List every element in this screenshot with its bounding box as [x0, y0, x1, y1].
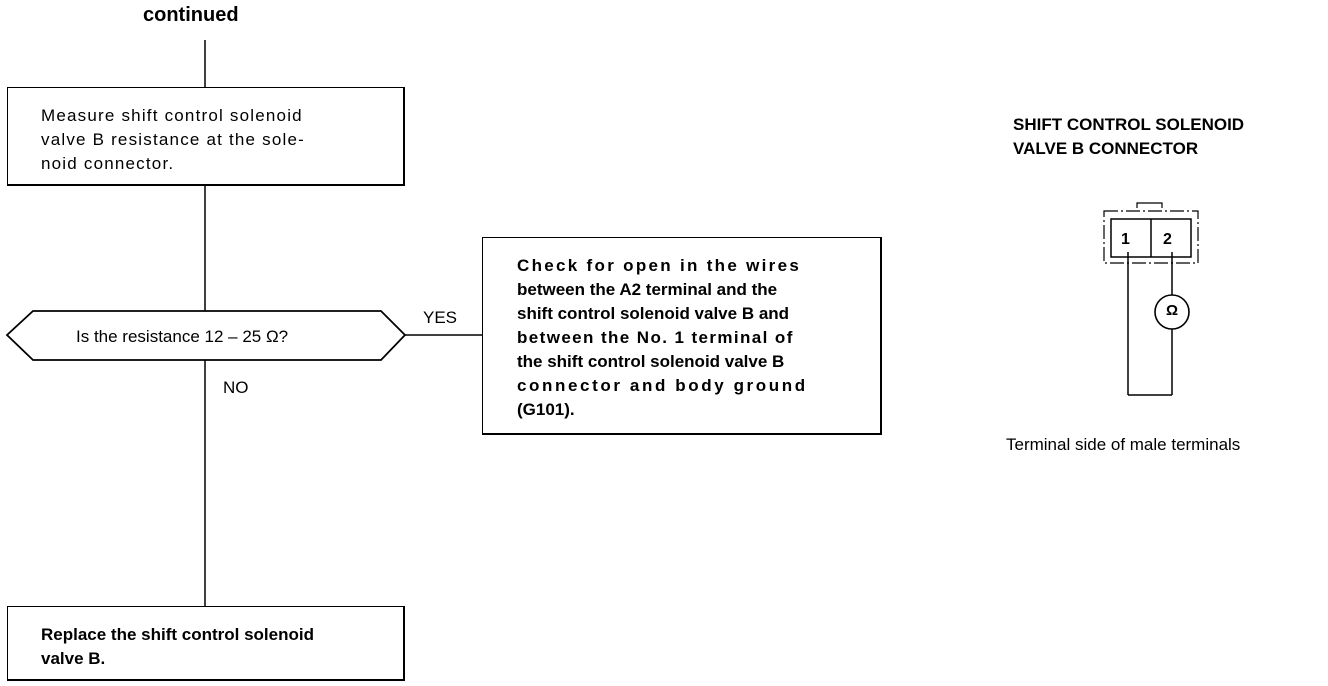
connector-housing — [1103, 210, 1199, 264]
connector-title: SHIFT CONTROL SOLENOID VALVE B CONNECTOR — [1013, 113, 1313, 161]
pin-1-label: 1 — [1121, 231, 1130, 248]
no-label: NO — [223, 378, 249, 397]
page-title: continued — [143, 4, 239, 26]
decision-question: Is the resistance 12 – 25 Ω? — [76, 327, 289, 346]
connector-title-line: VALVE B CONNECTOR — [1013, 139, 1199, 158]
ohmmeter-icon: Ω — [1166, 302, 1179, 319]
replace-step-box — [7, 606, 405, 681]
replace-step-line: Replace the shift control solenoid — [41, 625, 314, 644]
pin-2-label: 2 — [1163, 231, 1172, 248]
decision-diamond — [5, 310, 407, 361]
check-step-text: Check for open in the wires between the … — [517, 254, 849, 422]
measure-step-box — [7, 87, 405, 186]
yes-label: YES — [423, 308, 458, 327]
check-step-line: between the No. 1 terminal of — [517, 328, 794, 347]
check-step-line: Check for open in the wires — [517, 256, 802, 275]
connector-latch — [1136, 202, 1163, 208]
check-step-box — [482, 237, 882, 435]
measure-step-line: noid connector. — [41, 154, 175, 173]
measure-step-line: valve B resistance at the sole- — [41, 130, 305, 149]
replace-step-text: Replace the shift control solenoid valve… — [41, 623, 381, 671]
measure-step-text: Measure shift control solenoid valve B r… — [41, 104, 381, 176]
check-step-line: between the A2 terminal and the — [517, 280, 778, 299]
connector-diagram — [1103, 202, 1199, 396]
ohmmeter-circle — [1154, 294, 1190, 330]
check-step-line: shift control solenoid valve B and — [517, 304, 790, 323]
check-step-line: the shift control solenoid valve B — [517, 352, 785, 371]
replace-step-line: valve B. — [41, 649, 106, 668]
connector-title-line: SHIFT CONTROL SOLENOID — [1013, 115, 1245, 134]
connector-caption: Terminal side of male terminals — [1006, 435, 1241, 454]
measure-step-line: Measure shift control solenoid — [41, 106, 303, 125]
check-step-line: (G101). — [517, 400, 575, 419]
check-step-line: connector and body ground — [517, 376, 808, 395]
